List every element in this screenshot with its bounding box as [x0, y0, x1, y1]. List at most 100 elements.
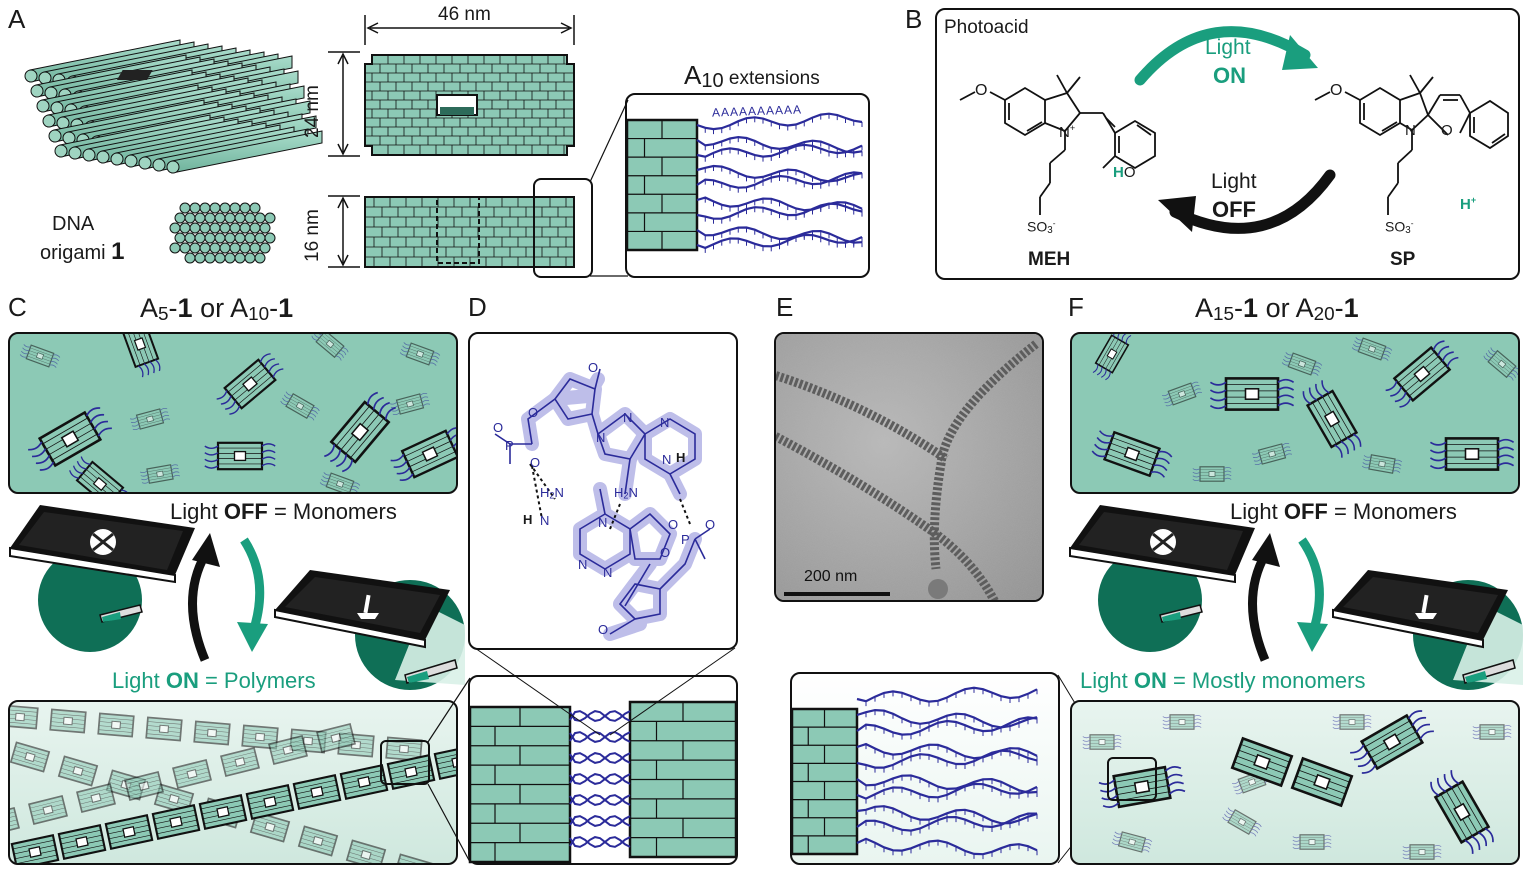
monomer-tail	[446, 427, 456, 435]
monomer-tail	[1113, 745, 1122, 748]
monomer-tail	[1429, 464, 1447, 470]
monomer-cavity	[1244, 388, 1260, 400]
monomer-tail	[51, 357, 59, 362]
monomer-body	[1224, 377, 1280, 411]
monomer-tail	[1192, 479, 1201, 481]
f-title-a1: A	[1195, 293, 1214, 323]
monomer-tail	[1102, 802, 1120, 808]
d-atom-h1: H	[676, 450, 686, 465]
grid-line	[80, 799, 115, 809]
sp-label: SP	[1390, 249, 1416, 270]
d-atom-o1: O	[588, 360, 599, 375]
grid-line	[299, 841, 333, 852]
monomer-cavity	[421, 446, 439, 462]
duplex-strand	[569, 836, 631, 848]
monomer-tail	[1430, 781, 1440, 797]
monomer-cavity	[1453, 802, 1471, 822]
grid-line	[42, 417, 89, 445]
monomer-tail	[323, 472, 331, 476]
polymers-chains-c	[10, 704, 456, 863]
monomer-tail	[1209, 389, 1227, 394]
monomer-cavity	[92, 476, 108, 492]
monomer-tail	[1340, 440, 1349, 455]
monomer-tail	[402, 345, 410, 349]
grid-line	[272, 751, 307, 761]
monomer-tail	[1209, 381, 1227, 386]
grid-line	[255, 816, 289, 827]
f-on-3: = Mostly monomers	[1166, 668, 1366, 693]
origami-monomer	[216, 353, 284, 415]
monomer-tail	[261, 456, 276, 460]
grid-line	[397, 396, 421, 404]
scale-bar-label: 200 nm	[804, 568, 858, 585]
monomer-tail	[1436, 777, 1447, 793]
monomer-tail	[49, 364, 57, 368]
grid-line	[1172, 393, 1195, 403]
monomer-body	[216, 441, 264, 471]
monomer-tail	[1253, 826, 1260, 831]
monomer-tail	[1082, 743, 1091, 746]
f-off-text: Light OFF = Monomers	[1230, 499, 1457, 525]
monomer-tail	[391, 408, 400, 412]
monomer-tail	[1471, 835, 1481, 851]
polyA-strand	[856, 716, 1038, 736]
f-title-one1: 1	[1243, 293, 1259, 323]
polymer-unit	[10, 834, 60, 863]
grid-line	[1240, 743, 1290, 763]
monomer-tail	[1512, 369, 1518, 376]
monomer-tail	[1117, 334, 1123, 339]
d-atom-n5: N	[540, 513, 550, 528]
grid-line	[224, 763, 259, 773]
grid-line	[291, 396, 313, 409]
f-off-1: Light	[1230, 499, 1284, 524]
monomer-tail	[272, 368, 284, 378]
monomer-tail	[1446, 356, 1459, 368]
monomer-tail	[321, 478, 329, 483]
sp-so-sup: -	[1410, 218, 1414, 228]
polyA-strand	[856, 708, 1038, 729]
monomer-tail	[389, 401, 398, 405]
monomer-tail	[1419, 730, 1434, 740]
grid-line	[106, 819, 149, 830]
tem-micrograph	[776, 334, 1042, 600]
grid-line	[399, 404, 423, 412]
d-atom-o4: O	[530, 455, 541, 470]
sp-methoxy-o: O	[1330, 82, 1343, 99]
monomer-tail	[1394, 459, 1403, 463]
monomer-tail	[1497, 454, 1515, 459]
monomer-cavity	[1247, 778, 1257, 786]
monomer-cavity	[1382, 733, 1402, 751]
meh-n-plus: N+	[1059, 123, 1075, 141]
monomer-tail	[1393, 466, 1401, 470]
monomer-tail	[1363, 458, 1371, 462]
monomer-cavity	[357, 776, 371, 788]
polymer-unit	[292, 774, 342, 810]
panel-letter-d: D	[468, 292, 487, 322]
monomer-tail	[1381, 357, 1389, 361]
polymer-unit	[345, 839, 387, 863]
monomer-tail	[1277, 394, 1295, 399]
monomer-tail	[429, 362, 437, 366]
helix-end	[48, 129, 62, 143]
monomer-tail	[1165, 402, 1173, 407]
d-atom-o7: O	[660, 545, 671, 560]
origami-monomer	[204, 441, 276, 471]
grid-line	[227, 363, 262, 393]
grid-line	[250, 804, 293, 815]
helix-end	[96, 150, 110, 164]
dimer-left	[1230, 736, 1294, 788]
monomer-tail	[1283, 358, 1291, 363]
monomer-tail	[204, 445, 219, 450]
helix-cross-section	[259, 242, 271, 254]
monomer-tail	[1357, 757, 1373, 768]
monomer-tail	[1392, 470, 1401, 473]
monomer-tail	[1312, 369, 1320, 373]
monomer-tail	[1194, 391, 1202, 396]
sp-h: H	[1460, 196, 1471, 213]
monomer-tail	[1255, 822, 1262, 828]
monomer-tail	[1332, 727, 1341, 729]
helix-end	[36, 99, 50, 113]
monomer-tail	[366, 391, 379, 405]
monomer-tail	[1472, 733, 1481, 736]
monomer-tail	[311, 410, 318, 415]
